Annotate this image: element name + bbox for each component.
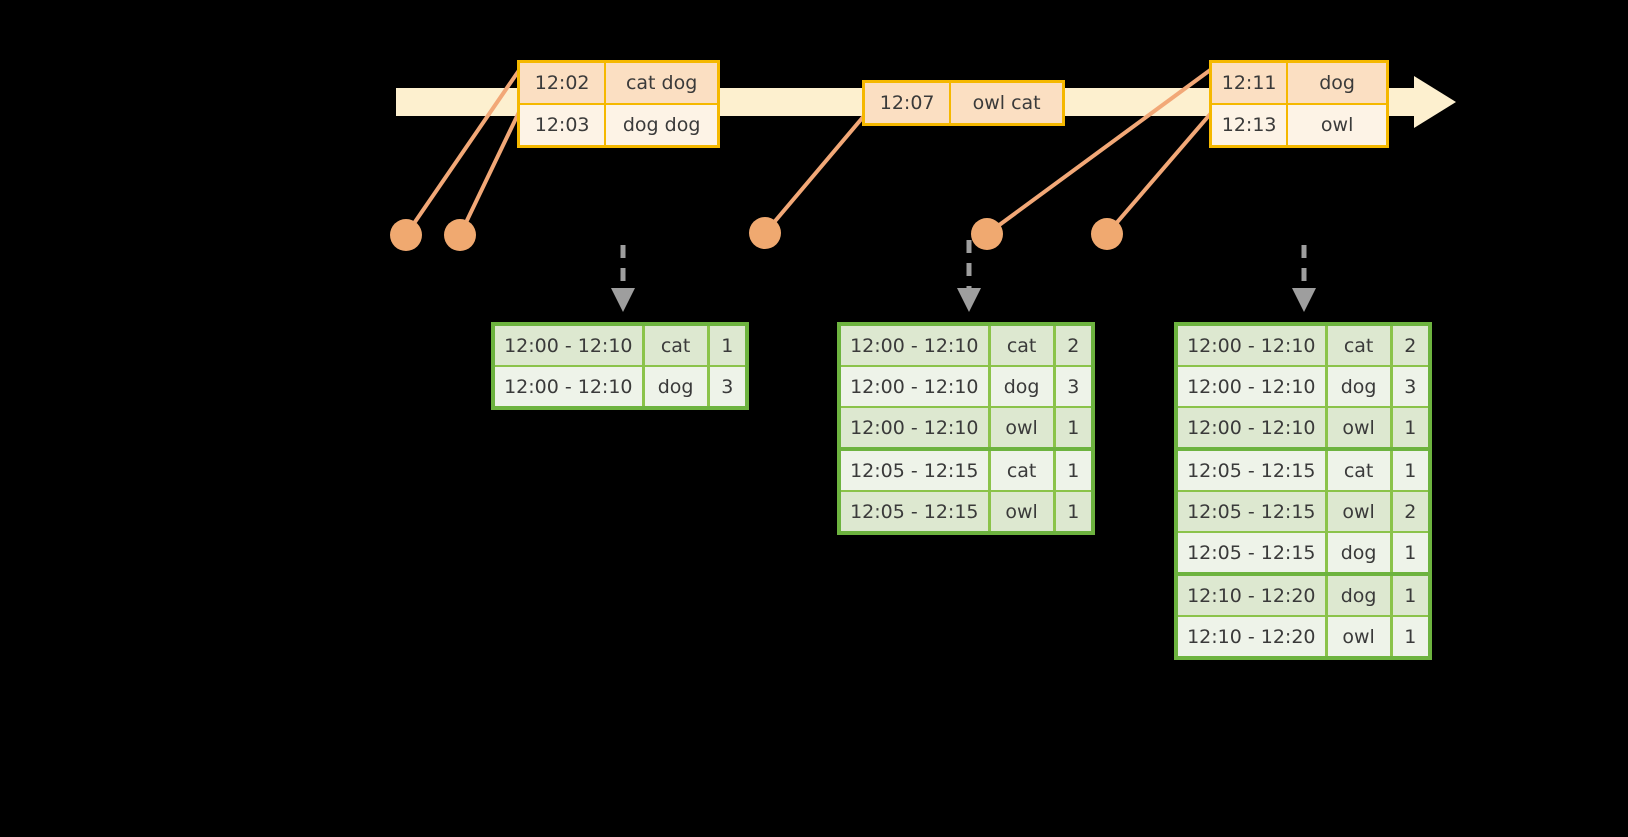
event-row: 12:11 dog <box>1212 63 1386 103</box>
count-cell: 1 <box>1055 408 1091 447</box>
event-text: owl cat <box>951 83 1062 123</box>
event-dot-1202 <box>390 219 422 251</box>
event-time: 12:13 <box>1212 105 1289 145</box>
timeline-arrowhead <box>1414 76 1456 128</box>
count-cell: 3 <box>709 367 745 406</box>
window-cell: 12:00 - 12:10 <box>1178 326 1328 365</box>
key-cell: owl <box>990 408 1056 447</box>
key-cell: cat <box>1327 326 1393 365</box>
event-time: 12:11 <box>1212 63 1289 103</box>
count-cell: 2 <box>1392 492 1428 531</box>
event-dot-1207 <box>749 217 781 249</box>
event-row: 12:03 dog dog <box>520 103 717 145</box>
window-cell: 12:00 - 12:10 <box>841 326 991 365</box>
window-cell: 12:05 - 12:15 <box>841 451 991 490</box>
count-cell: 1 <box>1392 408 1428 447</box>
event-dot-1213 <box>1091 218 1123 250</box>
count-cell: 2 <box>1055 326 1091 365</box>
count-cell: 1 <box>1392 451 1428 490</box>
count-cell: 1 <box>1392 617 1428 656</box>
event-box-3: 12:11 dog 12:13 owl <box>1209 60 1389 148</box>
key-cell: dog <box>1327 533 1393 572</box>
connector-1203 <box>458 109 522 236</box>
window-cell: 12:00 - 12:10 <box>1178 367 1328 406</box>
event-row: 12:13 owl <box>1212 103 1386 145</box>
count-cell: 3 <box>1055 367 1091 406</box>
event-box-1: 12:02 cat dog 12:03 dog dog <box>517 60 720 148</box>
key-cell: owl <box>990 492 1056 531</box>
key-cell: cat <box>990 451 1056 490</box>
event-dot-1203 <box>444 219 476 251</box>
event-time: 12:03 <box>520 105 607 145</box>
window-cell: 12:05 - 12:15 <box>1178 492 1328 531</box>
count-cell: 1 <box>1392 533 1428 572</box>
window-cell: 12:10 - 12:20 <box>1178 576 1328 615</box>
window-cell: 12:00 - 12:10 <box>495 326 645 365</box>
key-cell: dog <box>990 367 1056 406</box>
key-cell: owl <box>1327 408 1393 447</box>
key-cell: dog <box>1327 576 1393 615</box>
event-box-2: 12:07 owl cat <box>862 80 1065 126</box>
event-row: 12:07 owl cat <box>865 83 1062 123</box>
event-text: cat dog <box>606 63 717 103</box>
window-cell: 12:00 - 12:10 <box>1178 408 1328 447</box>
event-text: dog <box>1288 63 1386 103</box>
count-cell: 2 <box>1392 326 1428 365</box>
count-cell: 1 <box>1055 451 1091 490</box>
connector-1213 <box>1105 110 1214 236</box>
window-cell: 12:05 - 12:15 <box>1178 533 1328 572</box>
count-cell: 1 <box>1055 492 1091 531</box>
key-cell: cat <box>990 326 1056 365</box>
key-cell: dog <box>1327 367 1393 406</box>
down-arrow-2 <box>957 240 981 312</box>
window-cell: 12:00 - 12:10 <box>841 367 991 406</box>
window-cell: 12:05 - 12:15 <box>841 492 991 531</box>
window-cell: 12:00 - 12:10 <box>841 408 991 447</box>
count-cell: 1 <box>709 326 745 365</box>
window-cell: 12:00 - 12:10 <box>495 367 645 406</box>
event-text: owl <box>1288 105 1386 145</box>
key-cell: owl <box>1327 617 1393 656</box>
down-arrow-3 <box>1292 245 1316 312</box>
key-cell: cat <box>1327 451 1393 490</box>
event-time: 12:02 <box>520 63 607 103</box>
event-text: dog dog <box>606 105 717 145</box>
count-cell: 1 <box>1392 576 1428 615</box>
window-cell: 12:05 - 12:15 <box>1178 451 1328 490</box>
key-cell: owl <box>1327 492 1393 531</box>
key-cell: dog <box>644 367 710 406</box>
event-dot-1211 <box>971 218 1003 250</box>
event-time: 12:07 <box>865 83 952 123</box>
key-cell: cat <box>644 326 710 365</box>
event-row: 12:02 cat dog <box>520 63 717 103</box>
count-cell: 3 <box>1392 367 1428 406</box>
connector-1207 <box>763 108 871 235</box>
down-arrow-1 <box>611 245 635 312</box>
window-cell: 12:10 - 12:20 <box>1178 617 1328 656</box>
